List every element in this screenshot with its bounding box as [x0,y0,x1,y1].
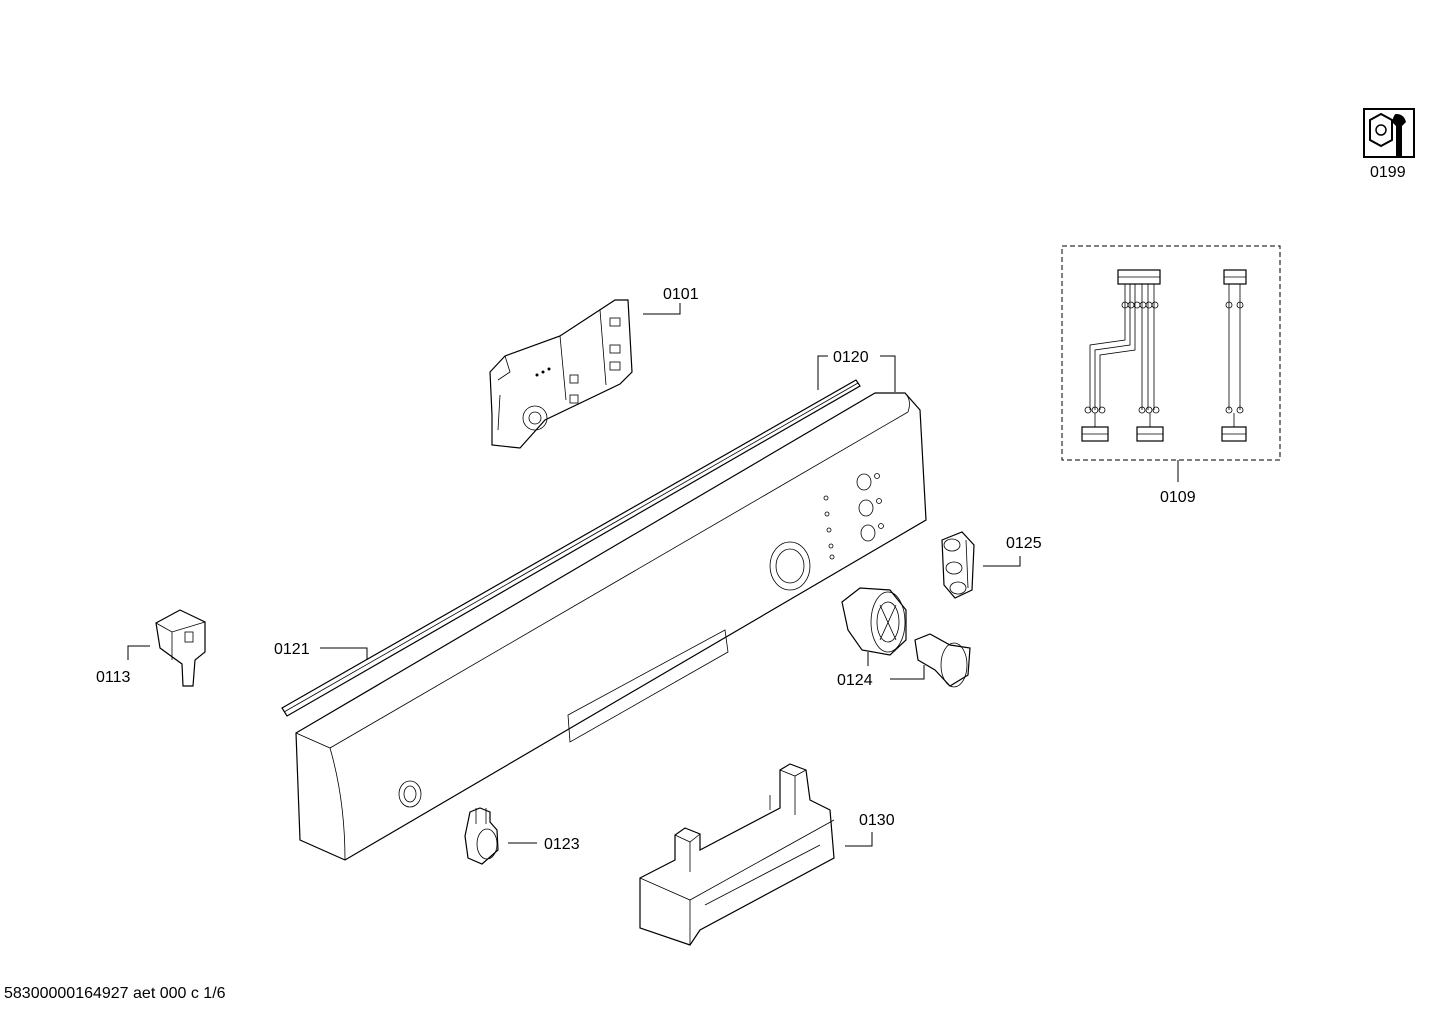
leader-0130 [845,832,873,847]
label-0124[interactable]: 0124 [837,672,873,689]
service-tool-icon[interactable] [1363,108,1415,158]
label-0125[interactable]: 0125 [1006,535,1042,552]
leader-0124-b [890,665,925,680]
label-0101[interactable]: 0101 [663,286,699,303]
button-part-0123[interactable] [464,807,499,865]
knob-part-0124[interactable] [841,587,971,688]
leader-0120-b [880,355,896,392]
label-0199[interactable]: 0199 [1370,164,1406,181]
leader-0120-a [817,355,828,390]
leader-0121 [320,647,368,660]
label-0120[interactable]: 0120 [833,349,869,366]
leader-0125 [983,556,1021,567]
label-0123[interactable]: 0123 [544,836,580,853]
leader-0101 [643,303,681,315]
label-0121[interactable]: 0121 [274,641,310,658]
seal-strip-part[interactable] [281,379,861,717]
control-panel-fascia-part[interactable] [295,392,927,861]
bracket-part-0113[interactable] [155,609,206,687]
cable-harness-group[interactable] [1061,245,1281,461]
label-0113[interactable]: 0113 [96,669,131,686]
electronic-module-part[interactable] [489,299,633,449]
document-id: 58300000164927 aet 000 c 1/6 [4,985,226,1002]
label-0109[interactable]: 0109 [1160,489,1196,506]
housing-part-0130[interactable] [639,763,835,946]
label-0130[interactable]: 0130 [859,812,895,829]
clip-part-0125[interactable] [941,531,975,599]
leader-0113 [127,645,150,660]
